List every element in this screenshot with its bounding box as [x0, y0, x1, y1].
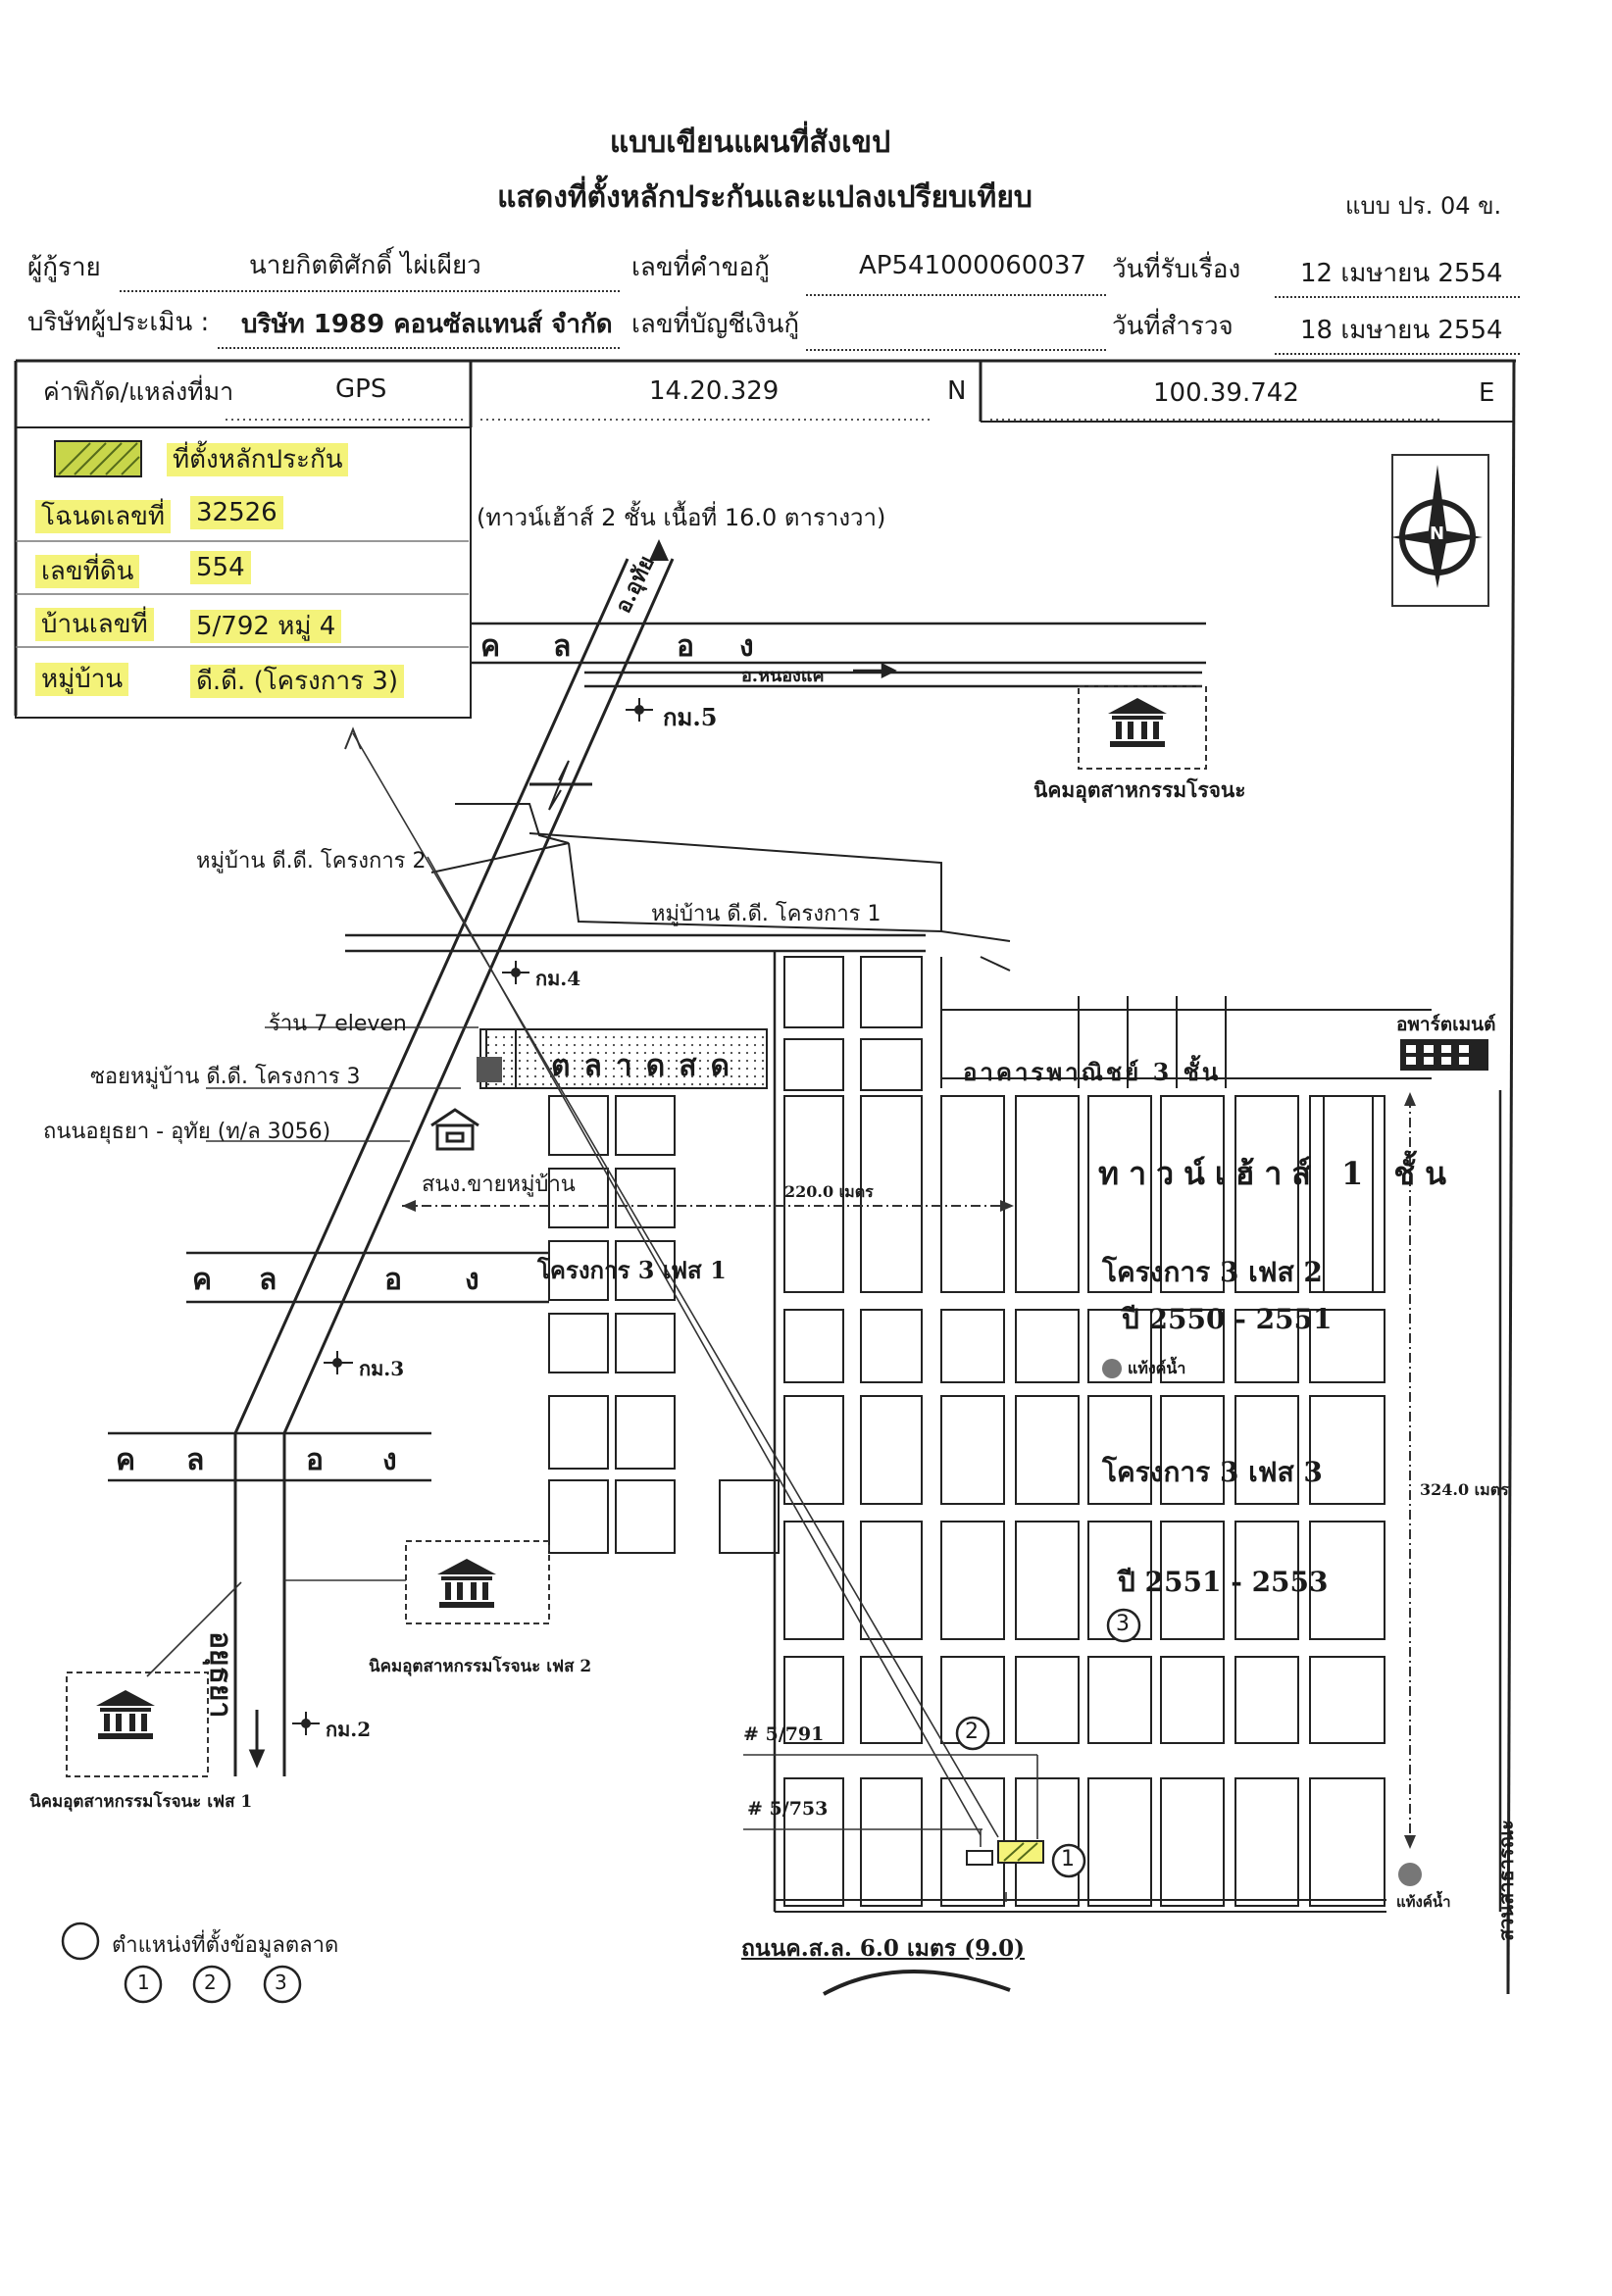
road-3056-label: ถนนอยุธยา - อุทัย (ท/ล 3056): [43, 1120, 331, 1144]
collateral-label: ที่ตั้งหลักประกัน: [167, 443, 349, 476]
phase3-label: โครงการ 3 เฟส 3: [1102, 1456, 1323, 1488]
km5-label: กม.5: [663, 703, 718, 731]
phase2-years: ปี 2550 - 2551: [1122, 1303, 1333, 1335]
house-no-label: บ้านเลขที่: [35, 608, 154, 641]
land-no-label: เลขที่ดิน: [35, 555, 140, 588]
road-label-nongkhae: อ.หนองแค: [741, 666, 825, 686]
longitude-dir: E: [1479, 378, 1495, 408]
received-date-value: 12 เมษายน 2554: [1300, 259, 1503, 288]
km3-label: กม.3: [359, 1357, 405, 1380]
townhouse-note: (ทาวน์เฮ้าส์ 2 ชั้น เนื้อที่ 16.0 ตารางว…: [477, 504, 886, 531]
coords-source: GPS: [335, 374, 387, 404]
request-no-label: เลขที่คำขอกู้: [631, 253, 770, 282]
legend-marker-3: 3: [275, 1971, 287, 1994]
account-no-label: เลขที่บัญชีเงินกู้: [631, 310, 800, 339]
page-subtitle: แสดงที่ตั้งหลักประกันและแปลงเปรียบเทียบ: [497, 180, 1033, 215]
land-no-value: 554: [190, 551, 251, 584]
deed-value: 32526: [190, 496, 283, 529]
page-title: แบบเขียนแผนที่สังเขป: [609, 125, 891, 160]
village-proj2-label: หมู่บ้าน ดี.ดี. โครงการ 2: [196, 849, 427, 873]
apartment-label: อพาร์ตเมนต์: [1396, 1014, 1496, 1035]
phase3-years: ปี 2551 - 2553: [1118, 1566, 1329, 1598]
distance-324-label: 324.0 เมตร: [1420, 1480, 1509, 1499]
legend-marker-2: 2: [204, 1971, 217, 1994]
village-label: หมู่บ้าน: [35, 663, 129, 696]
industrial-estate-label: นิคมอุตสาหกรรมโรจนะ: [1033, 777, 1246, 802]
market-data-label: ตำแหน่งที่ตั้งข้อมูลตลาด: [112, 1933, 339, 1958]
collateral-marker: [966, 1840, 1044, 1866]
canal-label-top: ค: [480, 629, 515, 664]
north-label: N: [1430, 524, 1445, 544]
sales-office-label: สนง.ขายหมู่บ้าน: [422, 1173, 576, 1197]
park-label: สวนสาธารณะ: [1494, 1819, 1518, 1941]
km2-label: กม.2: [326, 1718, 372, 1741]
soi-proj3-label: ซอยหมู่บ้าน ดี.ดี. โครงการ 3: [90, 1065, 361, 1089]
phase2-label: โครงการ 3 เฟส 2: [1102, 1256, 1323, 1288]
house-5791-label: # 5/791: [743, 1723, 825, 1745]
commercial-label: อาคารพาณิชย์ 3 ชั้น: [963, 1058, 1222, 1086]
seven-eleven-label: ร้าน 7 eleven: [269, 1012, 407, 1036]
latitude-value: 14.20.329: [649, 376, 780, 406]
survey-date-value: 18 เมษายน 2554: [1300, 316, 1503, 345]
market-label: ตลาดสด: [551, 1049, 743, 1083]
village-value: ดี.ดี. (โครงการ 3): [190, 665, 404, 698]
building-icons: [96, 698, 1488, 1886]
appraiser-label: บริษัทผู้ประเมิน :: [27, 308, 210, 337]
appraiser-value: บริษัท 1989 คอนซัลแทนส์ จำกัด: [241, 310, 613, 339]
marker-2: 2: [965, 1720, 979, 1744]
canal-label-mid: ค: [192, 1263, 227, 1297]
industrial-phase1-label: นิคมอุตสาหกรรมโรจนะ เฟส 1: [29, 1792, 253, 1812]
request-no-value: AP541000060037: [859, 251, 1086, 280]
village-proj1-label: หมู่บ้าน ดี.ดี. โครงการ 1: [651, 902, 882, 926]
street-label: ถนนค.ส.ล. 6.0 เมตร (9.0): [741, 1935, 1026, 1962]
received-date-label: วันที่รับเรื่อง: [1112, 255, 1241, 284]
form-code: แบบ ปร. 04 ข.: [1345, 192, 1502, 220]
coords-label: ค่าพิกัด/แหล่งที่มา: [43, 377, 234, 406]
ayutthaya-label: อยุธยา: [203, 1631, 237, 1719]
km4-label: กม.4: [535, 967, 581, 990]
phase1-label: โครงการ 3 เฟส 1: [537, 1256, 727, 1284]
borrower-label: ผู้กู้ราย: [27, 253, 101, 282]
legend-marker-1: 1: [137, 1971, 150, 1994]
water-tank-label-2: แท้งค์น้ำ: [1396, 1893, 1451, 1911]
survey-date-label: วันที่สำรวจ: [1112, 312, 1234, 341]
marker-3: 3: [1116, 1612, 1130, 1636]
deed-label: โฉนดเลขที่: [35, 500, 172, 533]
north-arrow-icon: [1390, 454, 1489, 607]
latitude-dir: N: [947, 376, 967, 406]
house-5753-label: # 5/753: [747, 1798, 829, 1820]
collateral-legend-swatch: [54, 440, 142, 477]
townhouse1-label: ทาวน์เฮ้าส์ 1 ชั้น: [1098, 1155, 1457, 1192]
longitude-value: 100.39.742: [1153, 378, 1299, 408]
marker-1: 1: [1061, 1847, 1075, 1872]
canal-label-low: ค: [116, 1443, 150, 1477]
water-tank-label-1: แท้งค์น้ำ: [1128, 1359, 1186, 1377]
house-no-value: 5/792 หมู่ 4: [190, 610, 342, 643]
industrial-phase2-label: นิคมอุตสาหกรรมโรจนะ เฟส 2: [369, 1657, 592, 1676]
distance-220-label: 220.0 เมตร: [784, 1182, 874, 1201]
borrower-value: นายกิตติศักดิ์ ไผ่เผียว: [249, 251, 481, 280]
